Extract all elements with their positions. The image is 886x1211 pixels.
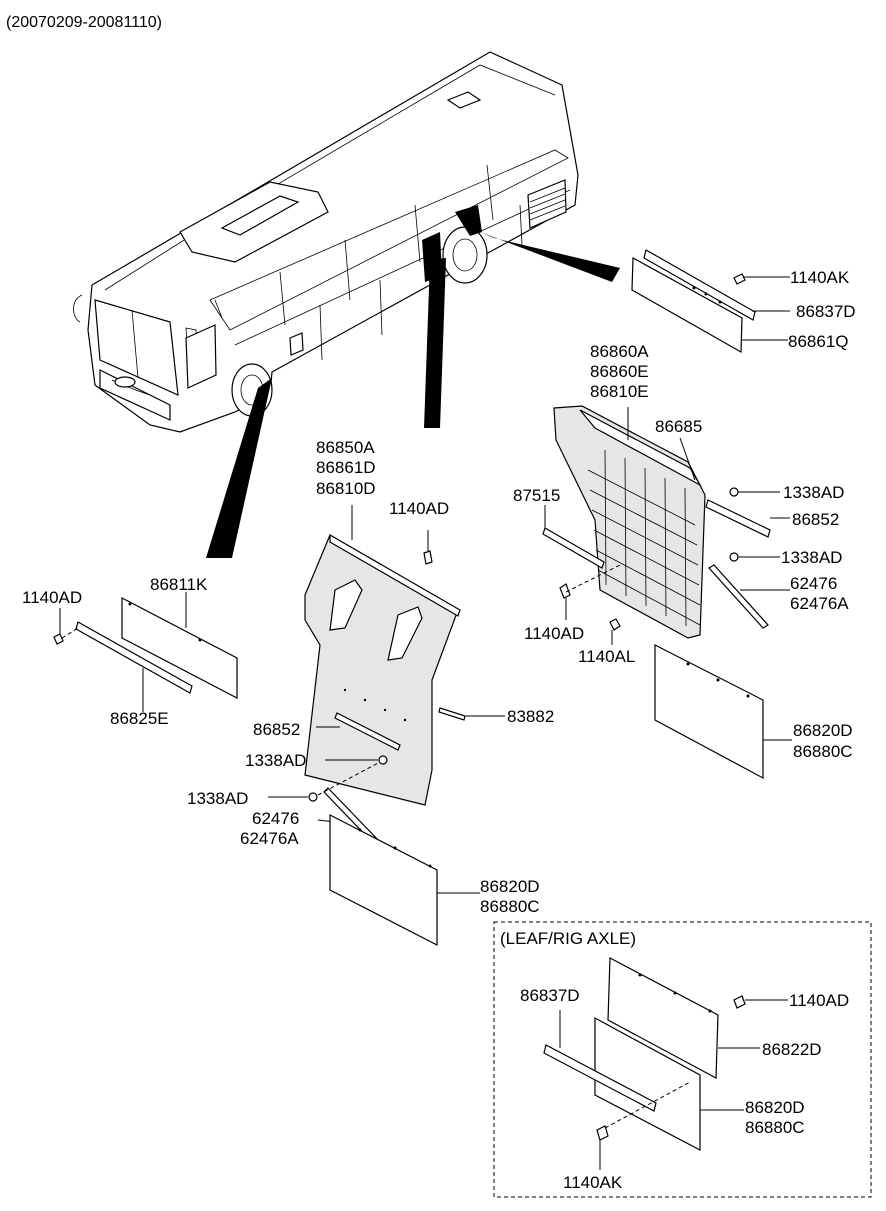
label-86852-r: 86852 — [792, 510, 839, 529]
label-86880C-b: 86880C — [745, 1118, 805, 1137]
label-86820D-c: 86820D — [480, 877, 540, 896]
label-62476A-r: 62476A — [790, 594, 849, 613]
label-87515: 87515 — [513, 486, 560, 505]
label-1338AD-r1: 1338AD — [783, 483, 844, 502]
label-86861D: 86861D — [316, 458, 376, 477]
label-86825E: 86825E — [110, 709, 169, 728]
inset-title: (LEAF/RIG AXLE) — [500, 929, 636, 948]
label-62476-r: 62476 — [790, 574, 837, 593]
label-86880C-r: 86880C — [793, 742, 853, 761]
label-86837D-b: 86837D — [520, 986, 580, 1005]
label-86860A: 86860A — [590, 342, 649, 361]
bus-illustration — [73, 51, 620, 558]
front-wheel-flap-left — [53, 592, 238, 712]
label-86685: 86685 — [655, 417, 702, 436]
date-range-header: (20070209-20081110) — [6, 14, 162, 31]
label-86852-c: 86852 — [253, 720, 300, 739]
label-1140AL: 1140AL — [578, 647, 635, 666]
label-1140AD-l: 1140AD — [22, 588, 82, 607]
label-86822D-b: 86822D — [762, 1040, 822, 1059]
label-62476-c: 62476 — [252, 809, 299, 828]
label-1338AD-r2: 1338AD — [781, 548, 842, 567]
label-86811K: 86811K — [150, 575, 208, 594]
label-86860E: 86860E — [590, 362, 649, 381]
label-86820D-r: 86820D — [793, 721, 853, 740]
label-1140AD-c: 1140AD — [389, 499, 449, 518]
flap-plate-center — [329, 814, 480, 946]
label-1338AD-c1: 1338AD — [245, 751, 306, 770]
bracket-87515 — [542, 505, 605, 569]
label-1140AK-top: 1140AK — [790, 268, 850, 287]
label-86861Q: 86861Q — [788, 332, 849, 351]
label-86880C-c: 86880C — [480, 897, 540, 916]
label-1140AK-b: 1140AK — [563, 1173, 623, 1192]
label-86810E: 86810E — [590, 382, 649, 401]
label-86820D-b: 86820D — [745, 1098, 805, 1117]
label-83882: 83882 — [507, 707, 554, 726]
label-86837D-top: 86837D — [796, 302, 856, 321]
label-62476A-c: 62476A — [240, 829, 299, 848]
right-small-parts — [559, 487, 790, 645]
flap-plate-right — [654, 644, 792, 780]
label-1140AD-b: 1140AD — [789, 991, 849, 1010]
front-mudguard-center — [268, 505, 505, 847]
rear-wheel-flap-top — [631, 249, 790, 354]
label-86810D: 86810D — [316, 479, 376, 498]
rear-mudguard-right — [553, 405, 706, 639]
inset-leaf-rig-axle — [493, 921, 872, 1198]
label-1338AD-c2: 1338AD — [187, 789, 248, 808]
label-1140AD-r: 1140AD — [524, 624, 584, 643]
label-86850A: 86850A — [316, 438, 375, 457]
